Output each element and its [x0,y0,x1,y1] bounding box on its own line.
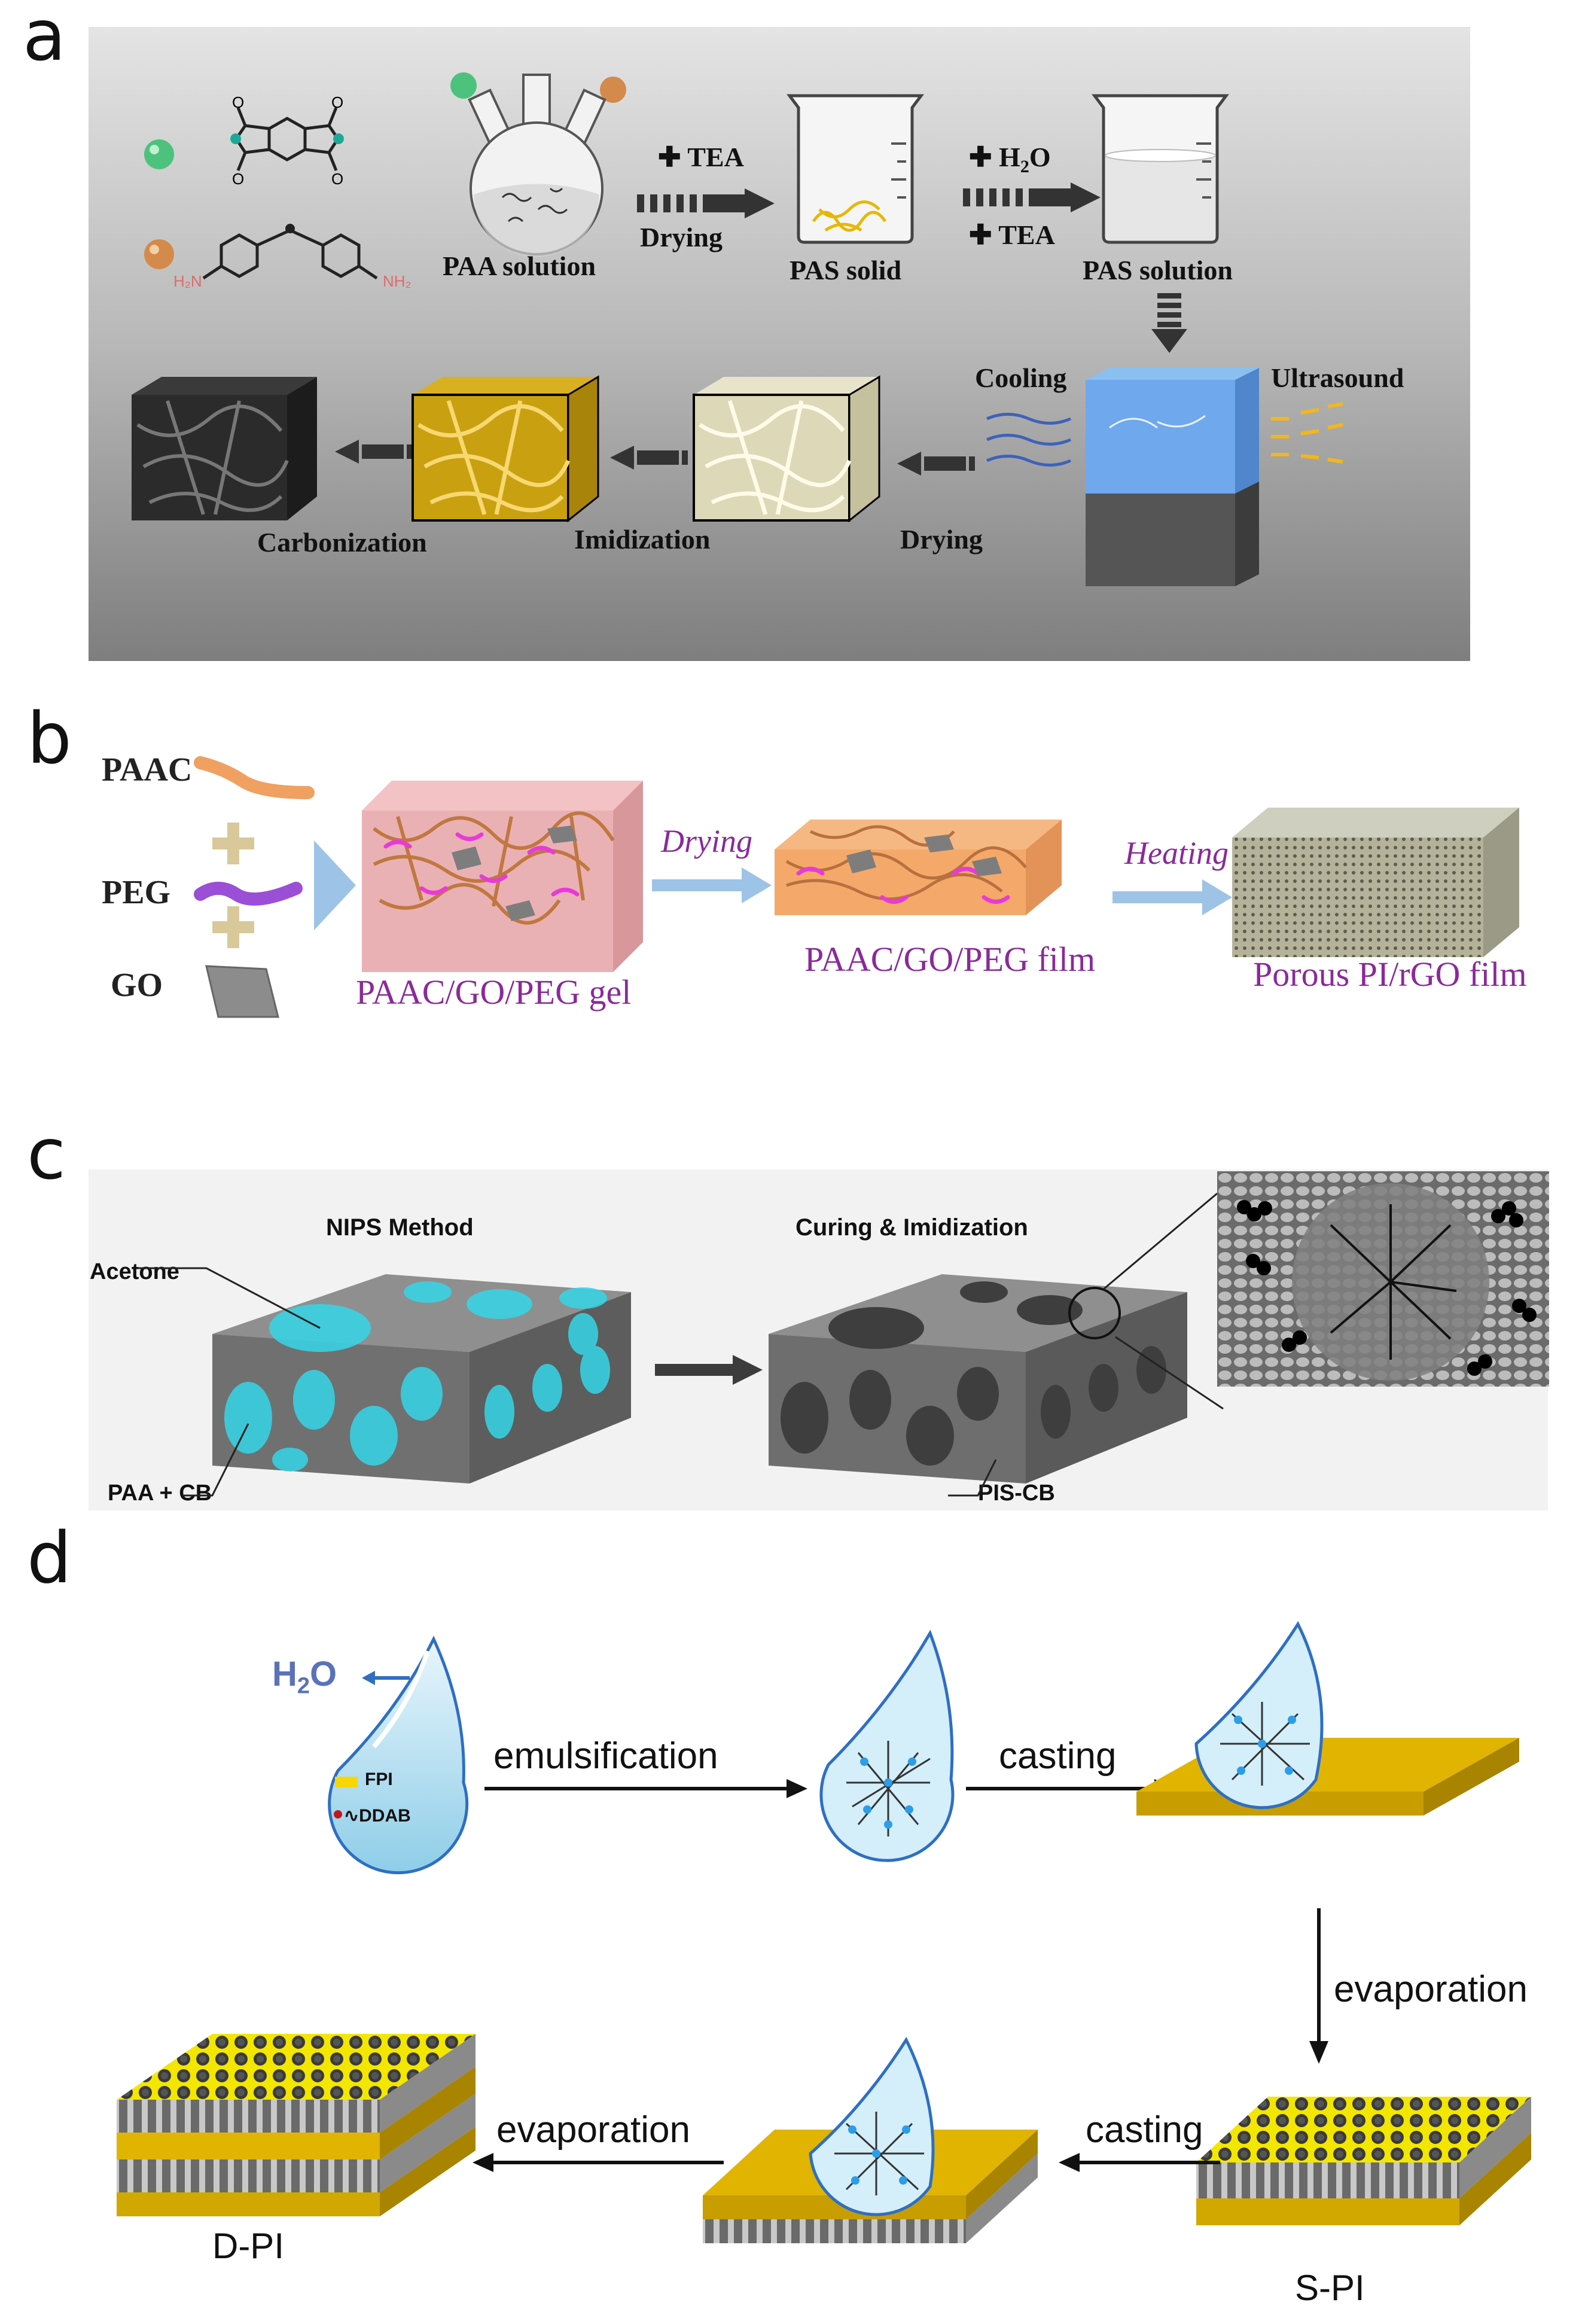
plus-h2o-label: ✚ H2O [969,142,1051,177]
emulsification-label: emulsification [493,1735,718,1777]
h2o-d-label: H2O [272,1655,337,1699]
pas-solution-label: PAS solution [1083,255,1233,285]
plus-icon-1 [212,823,254,864]
casting-arrow-2 [1059,2153,1220,2172]
svg-text:O: O [232,170,244,188]
evaporation-label-1: evaporation [1334,1969,1528,2010]
round-flask-icon [450,72,626,257]
emulsification-arrow [484,1779,807,1798]
evaporation-arrow-left [473,2153,724,2172]
svg-text:O: O [232,93,244,111]
go-label: GO [111,967,163,1004]
fpi-droplet [328,1635,469,1875]
plus-icon-2 [212,906,254,948]
drying-bottom-label: Drying [900,524,983,555]
paac-go-peg-gel-block [362,781,643,972]
go-sheet-icon [205,965,279,1018]
arrow-to-drying [897,452,975,476]
nips-label: NIPS Method [326,1214,474,1241]
paa-solution-label: PAA solution [443,251,596,281]
big-blue-arrow-b [314,840,356,930]
fpi-label: FPI [365,1769,393,1789]
h2n-label: H₂N [173,272,202,290]
pis-cb-block [769,1192,1224,1497]
nips-block [138,1267,631,1497]
porous-label: Porous PI/rGO film [1253,955,1527,994]
s-pi-with-droplet [703,2036,1038,2243]
acetone-label: Acetone [90,1259,179,1284]
ultrasound-cube-icon [1086,368,1259,586]
paa-cb-label: PAA + CB [108,1481,212,1506]
beaker-pas-solution-icon [1092,94,1229,244]
carbon-aerogel-cube [132,377,317,520]
panel-b-letter: b [27,697,72,779]
heating-b-label: Heating [1124,835,1229,871]
imidization-label: Imidization [574,524,711,555]
pore-zoom-inset [1217,1171,1549,1387]
panel-d-letter: d [27,1516,72,1599]
evaporation-arrow-down [1309,1908,1328,2064]
pas-solid-label: PAS solid [790,255,902,285]
process-arrow-c [655,1355,763,1385]
nh2-label: NH₂ [383,272,412,290]
panel-c-letter: c [27,1113,66,1195]
porous-pi-rgo-film [1232,808,1519,957]
orange-sphere-icon [144,239,174,269]
curing-label: Curing & Imidization [795,1214,1028,1241]
paac-go-peg-film [775,820,1062,915]
heating-arrow-b [1112,879,1232,915]
evaporation-label-2: evaporation [496,2109,691,2151]
beaker-pas-solid-icon [787,94,924,244]
svg-text:O: O [331,170,343,188]
green-sphere-icon [144,139,174,169]
s-pi-membrane [1196,2097,1531,2225]
oda-molecule [202,224,378,280]
drying-arrow-b [652,867,772,903]
plus-tea-label: ✚ TEA [658,142,744,172]
pis-cb-label: PIS-CB [978,1481,1055,1506]
carbonization-label: Carbonization [257,527,427,558]
substrate-with-droplet [1136,1621,1519,1816]
film-label: PAAC/GO/PEG film [804,940,1096,979]
paac-chain-icon [194,756,315,799]
s-pi-label: S-PI [1295,2268,1365,2308]
cooling-label: Cooling [975,363,1067,393]
gel-label: PAAC/GO/PEG gel [356,973,632,1012]
d-pi-membrane [117,2034,476,2216]
peg-chain-icon [194,882,303,906]
casting-label-2: casting [1086,2109,1203,2151]
polyimide-aerogel-cube [412,375,599,523]
drying-b-label: Drying [661,823,752,859]
paac-label: PAAC [102,751,193,788]
cooling-waves-icon [986,413,1071,467]
plus-tea-label-2: ✚ TEA [969,220,1055,250]
pmda-molecule: O O O O [230,93,344,188]
drying-top-label: Drying [640,222,723,252]
casting-label-1: casting [999,1735,1117,1777]
arrow-to-carbonization [335,440,413,464]
ultrasound-waves-icon [1271,402,1343,464]
paa-aerogel-cube [693,375,880,523]
h2o-out-arrow [362,1671,410,1685]
dashed-arrow-2 [963,182,1101,212]
d-pi-label: D-PI [212,2226,284,2266]
emulsion-droplet-1 [819,1629,955,1862]
ddab-label: ∿DDAB [344,1806,411,1826]
panel-a-letter: a [23,0,66,77]
svg-text:O: O [331,93,343,111]
arrow-to-imidization [610,446,688,470]
peg-label: PEG [102,874,171,911]
ultrasound-label: Ultrasound [1271,363,1404,393]
dashed-arrow-1 [637,188,775,218]
down-dashed-arrow [1151,293,1187,353]
